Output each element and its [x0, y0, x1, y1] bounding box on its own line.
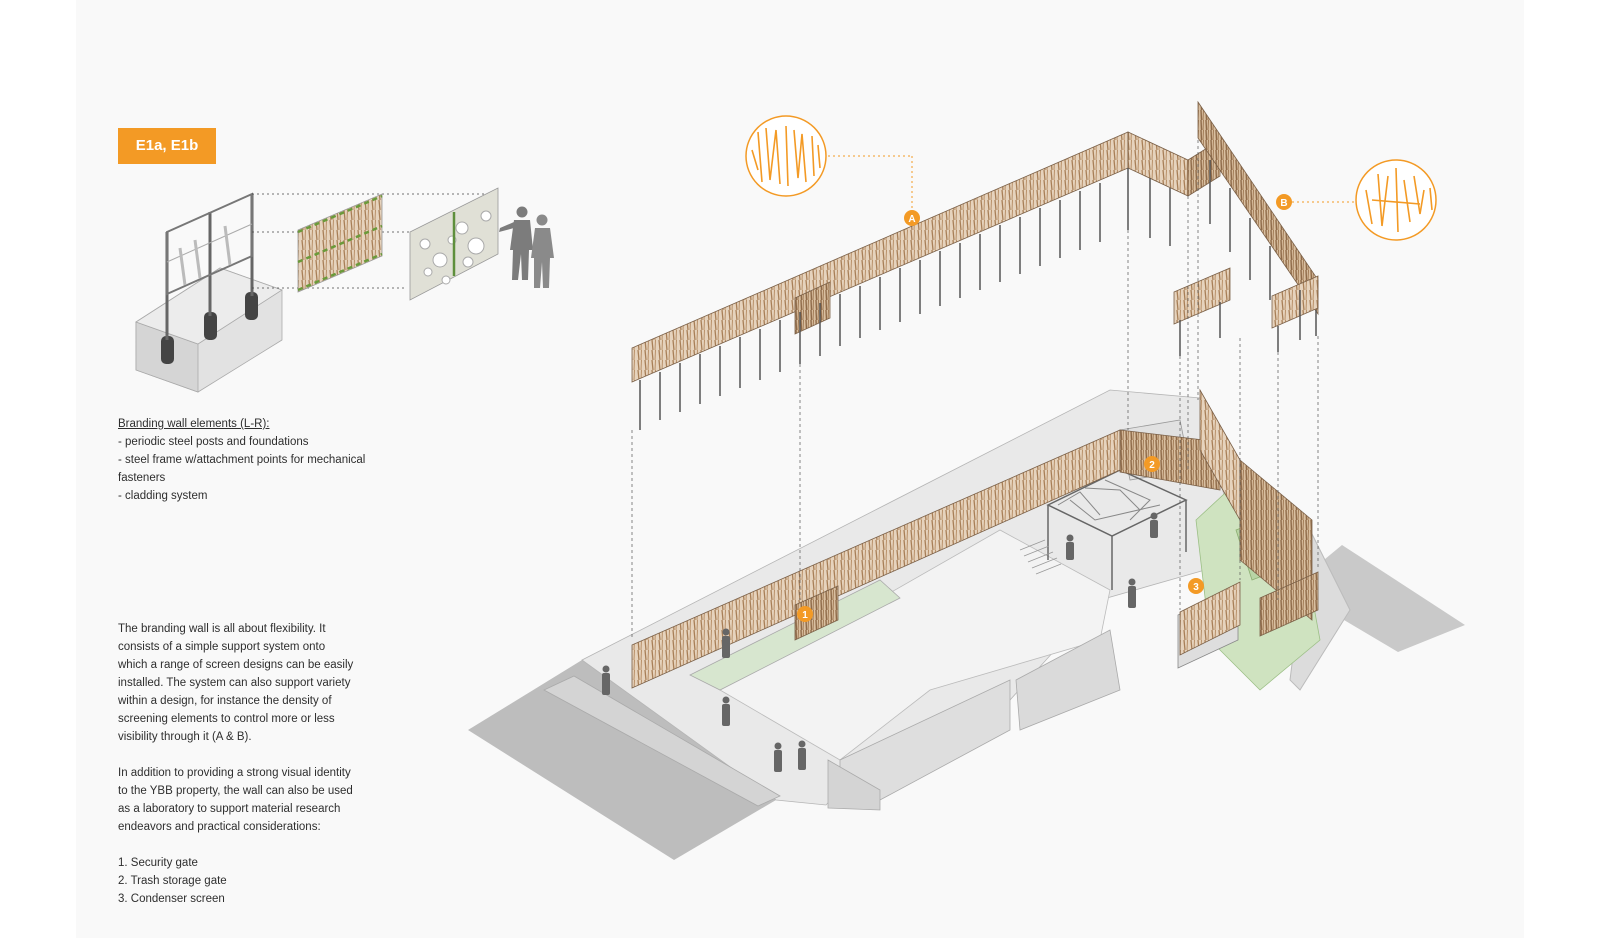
svg-text:3: 3: [1193, 582, 1199, 593]
description-line: to the YBB property, the wall can also b…: [118, 785, 353, 797]
elements-item: - cladding system: [118, 490, 208, 502]
svg-text:1: 1: [802, 610, 808, 621]
street-plane-right: [1290, 545, 1465, 652]
site-plan: [468, 100, 1465, 860]
description-line: The branding wall is all about flexibili…: [118, 623, 326, 635]
condenser-screen: [1179, 581, 1241, 656]
section-tag: E1a, E1b: [118, 128, 216, 164]
marker-a: A: [904, 210, 920, 226]
elements-item: - periodic steel posts and foundations: [118, 436, 309, 448]
description-line: visibility through it (A & B).: [118, 731, 252, 743]
steel-posts: [639, 160, 1317, 430]
list-item: 2. Trash storage gate: [118, 875, 227, 887]
list-item: 3. Condenser screen: [118, 893, 225, 905]
description-line: as a laboratory to support material rese…: [118, 803, 341, 815]
description-line: consists of a simple support system onto: [118, 641, 326, 653]
street-plane: [468, 660, 776, 860]
footing: [204, 312, 217, 340]
description-line: screening elements to control more or le…: [118, 713, 335, 725]
elements-title: Branding wall elements (L-R):: [118, 418, 270, 430]
description-line: within a design, for instance the densit…: [118, 695, 332, 707]
elements-item: - steel frame w/attachment points for me…: [118, 454, 366, 466]
detail-b: [1292, 159, 1437, 241]
description-text-block: The branding wall is all about flexibili…: [118, 620, 353, 908]
description-line: endeavors and practical considerations:: [118, 821, 321, 833]
marker-1: 1: [797, 606, 813, 622]
marker-b: B: [1276, 194, 1292, 210]
list-item: 1. Security gate: [118, 857, 198, 869]
description-line: In addition to providing a strong visual…: [118, 767, 351, 779]
description-line: installed. The system can also support v…: [118, 677, 351, 689]
element-diagram: [135, 187, 554, 393]
detail-circle-b: [1355, 159, 1437, 241]
description-line: which a range of screen designs can be e…: [118, 659, 354, 671]
footing: [245, 292, 258, 320]
marker-2: 2: [1144, 456, 1160, 472]
security-gate: [794, 585, 839, 641]
svg-text:A: A: [908, 214, 915, 225]
person-figure: [531, 214, 554, 288]
elements-item: fasteners: [118, 472, 166, 484]
branding-wall-exploded: [631, 131, 1129, 383]
svg-text:2: 2: [1149, 460, 1155, 471]
marker-3: 3: [1188, 578, 1204, 594]
person-figure: [602, 512, 1158, 772]
projection-lines: [631, 140, 1319, 640]
elements-text-block: Branding wall elements (L-R): - periodic…: [118, 415, 365, 505]
detail-a: [745, 115, 913, 208]
person-figure: [499, 206, 533, 280]
svg-text:B: B: [1280, 198, 1287, 209]
footing: [161, 336, 174, 364]
